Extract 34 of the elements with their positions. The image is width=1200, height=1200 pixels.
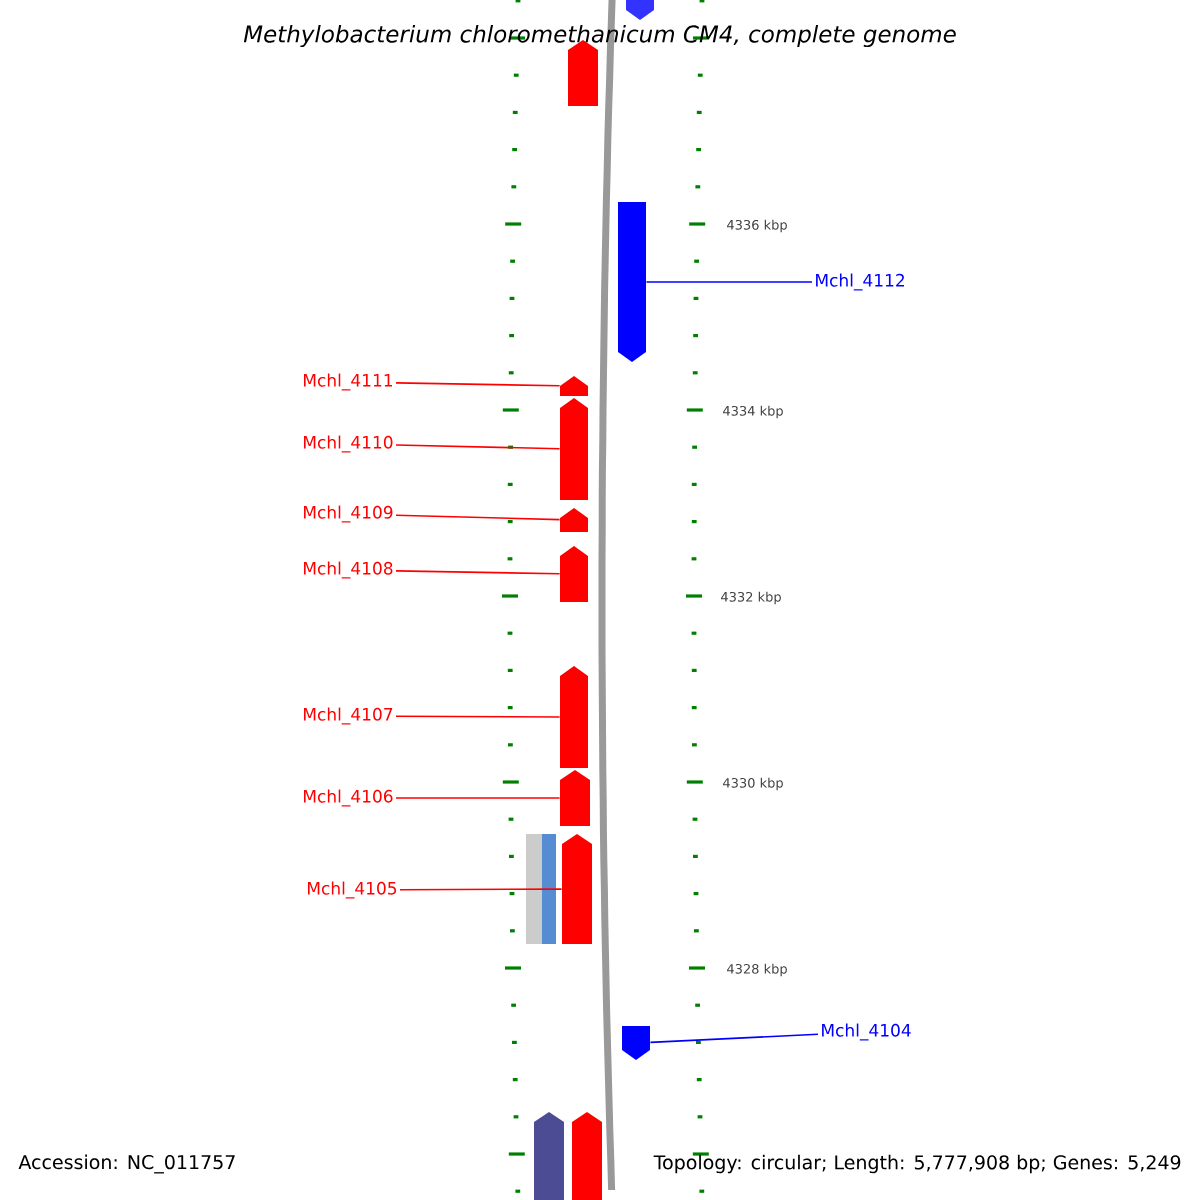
leader-line [395, 382, 561, 387]
gene-shape [568, 40, 598, 106]
gene-shape [626, 0, 654, 20]
gene-shape [560, 666, 588, 768]
gene-label: Mchl_4109 [304, 505, 393, 523]
gene-label: Mchl_4108 [304, 561, 393, 579]
gene-block [526, 834, 556, 944]
gene-shape [618, 202, 646, 362]
gene-shape [560, 770, 590, 826]
gene-shape [622, 1026, 650, 1060]
title: Methylobacterium chloromethanicum CM4, complete genome [243, 24, 956, 48]
gene-shape [560, 508, 588, 532]
gene-shape [560, 376, 588, 396]
leader-line [399, 888, 563, 891]
genome-info-text: Topology: circular; Length: 5,777,908 bp; Genes: 5,249 [653, 1154, 1181, 1174]
leader-line [645, 281, 813, 283]
gene-label: Mchl_4110 [304, 435, 393, 453]
leader-line [395, 715, 561, 718]
gene-shape [572, 1112, 602, 1200]
gene-shape [562, 834, 592, 944]
gene-label: Mchl_4111 [304, 373, 393, 391]
gene-shape [560, 546, 588, 602]
leader-line [395, 570, 561, 575]
leader-line [395, 797, 561, 799]
gene-label: Mchl_4112 [816, 273, 904, 291]
gene-label: Mchl_4104 [822, 1023, 911, 1041]
leader-line [395, 514, 561, 521]
gene-label: Mchl_4105 [308, 881, 397, 899]
leader-line [395, 444, 561, 450]
gene-label: Mchl_4107 [304, 707, 393, 725]
gene-shape [534, 1112, 564, 1200]
accession-text: Accession: NC_011757 [18, 1154, 235, 1174]
leader-line [649, 1033, 819, 1044]
gene-label: Mchl_4106 [304, 789, 393, 807]
